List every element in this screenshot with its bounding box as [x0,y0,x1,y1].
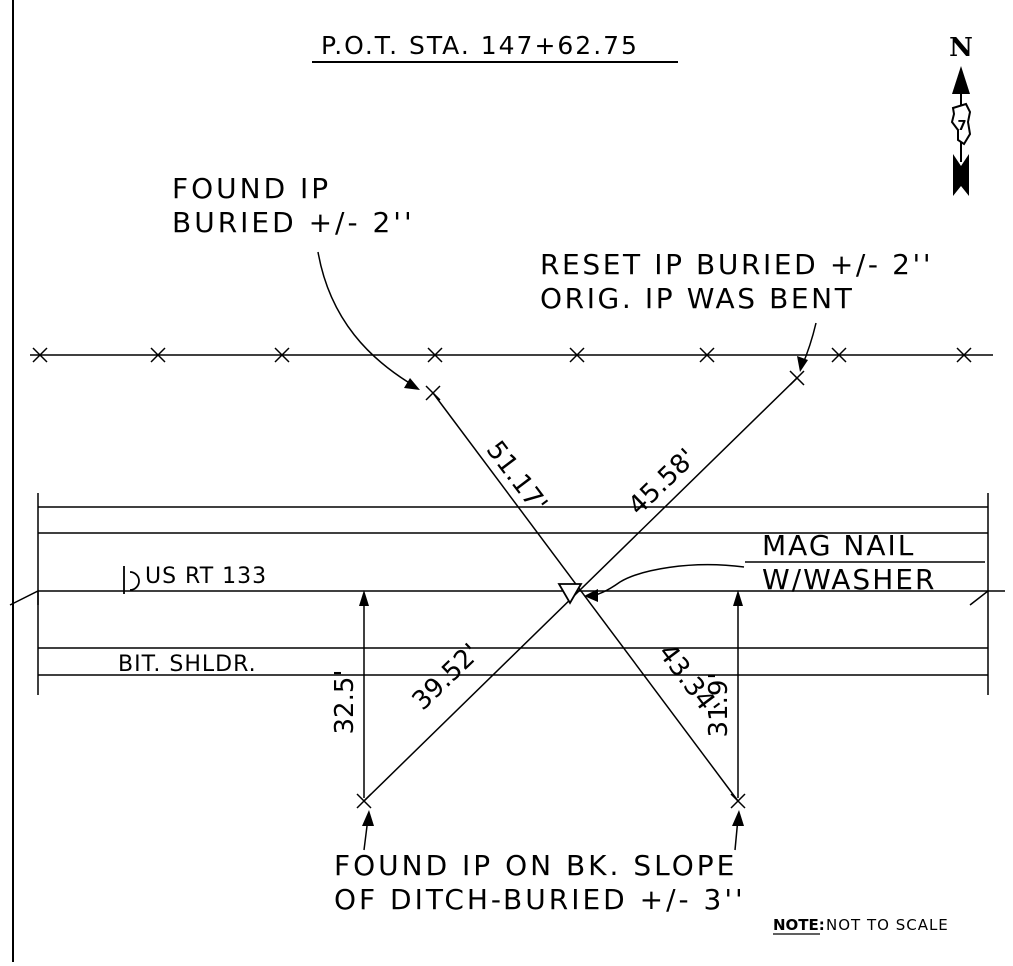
roadway [9,493,1005,695]
centerline-label: US RT 133 [145,564,267,589]
tie-lines [363,377,798,802]
found-ip-bottom-line1: FOUND IP ON BK. SLOPE [334,849,737,882]
north-arrow-icon: N 7 [949,33,973,196]
leader-lines [317,251,817,851]
note-text: NOT TO SCALE [826,916,949,934]
station-title: P.O.T. STA. 147+62.75 [321,31,639,60]
state-outline-icon [950,102,972,146]
mag-nail-line2: W/WASHER [762,563,936,596]
found-ip-top-line1: FOUND IP [172,172,331,205]
found-ip-bottom-line2: OF DITCH-BURIED +/- 3'' [334,883,746,916]
mag-nail-marker-icon [557,583,583,605]
iron-pin-markers [356,370,805,809]
dim-right-offset: 31.9' [704,672,734,737]
centerline-symbol-icon [123,566,140,594]
reset-ip-line2: ORIG. IP WAS BENT [540,282,854,315]
shoulder-label: BIT. SHLDR. [118,652,257,677]
dim-left-offset: 32.5' [330,669,360,734]
dim-sw: 39.52' [407,638,487,716]
found-ip-top-line2: BURIED +/- 2'' [172,206,415,239]
reset-ip-line1: RESET IP BURIED +/- 2'' [540,248,933,281]
north-letter: N [949,33,973,63]
fence-line [30,347,993,363]
offset-dimensions [359,590,743,798]
mag-nail-line1: MAG NAIL [762,529,915,562]
note-label: NOTE: [773,916,825,934]
route-number: 7 [957,119,966,134]
